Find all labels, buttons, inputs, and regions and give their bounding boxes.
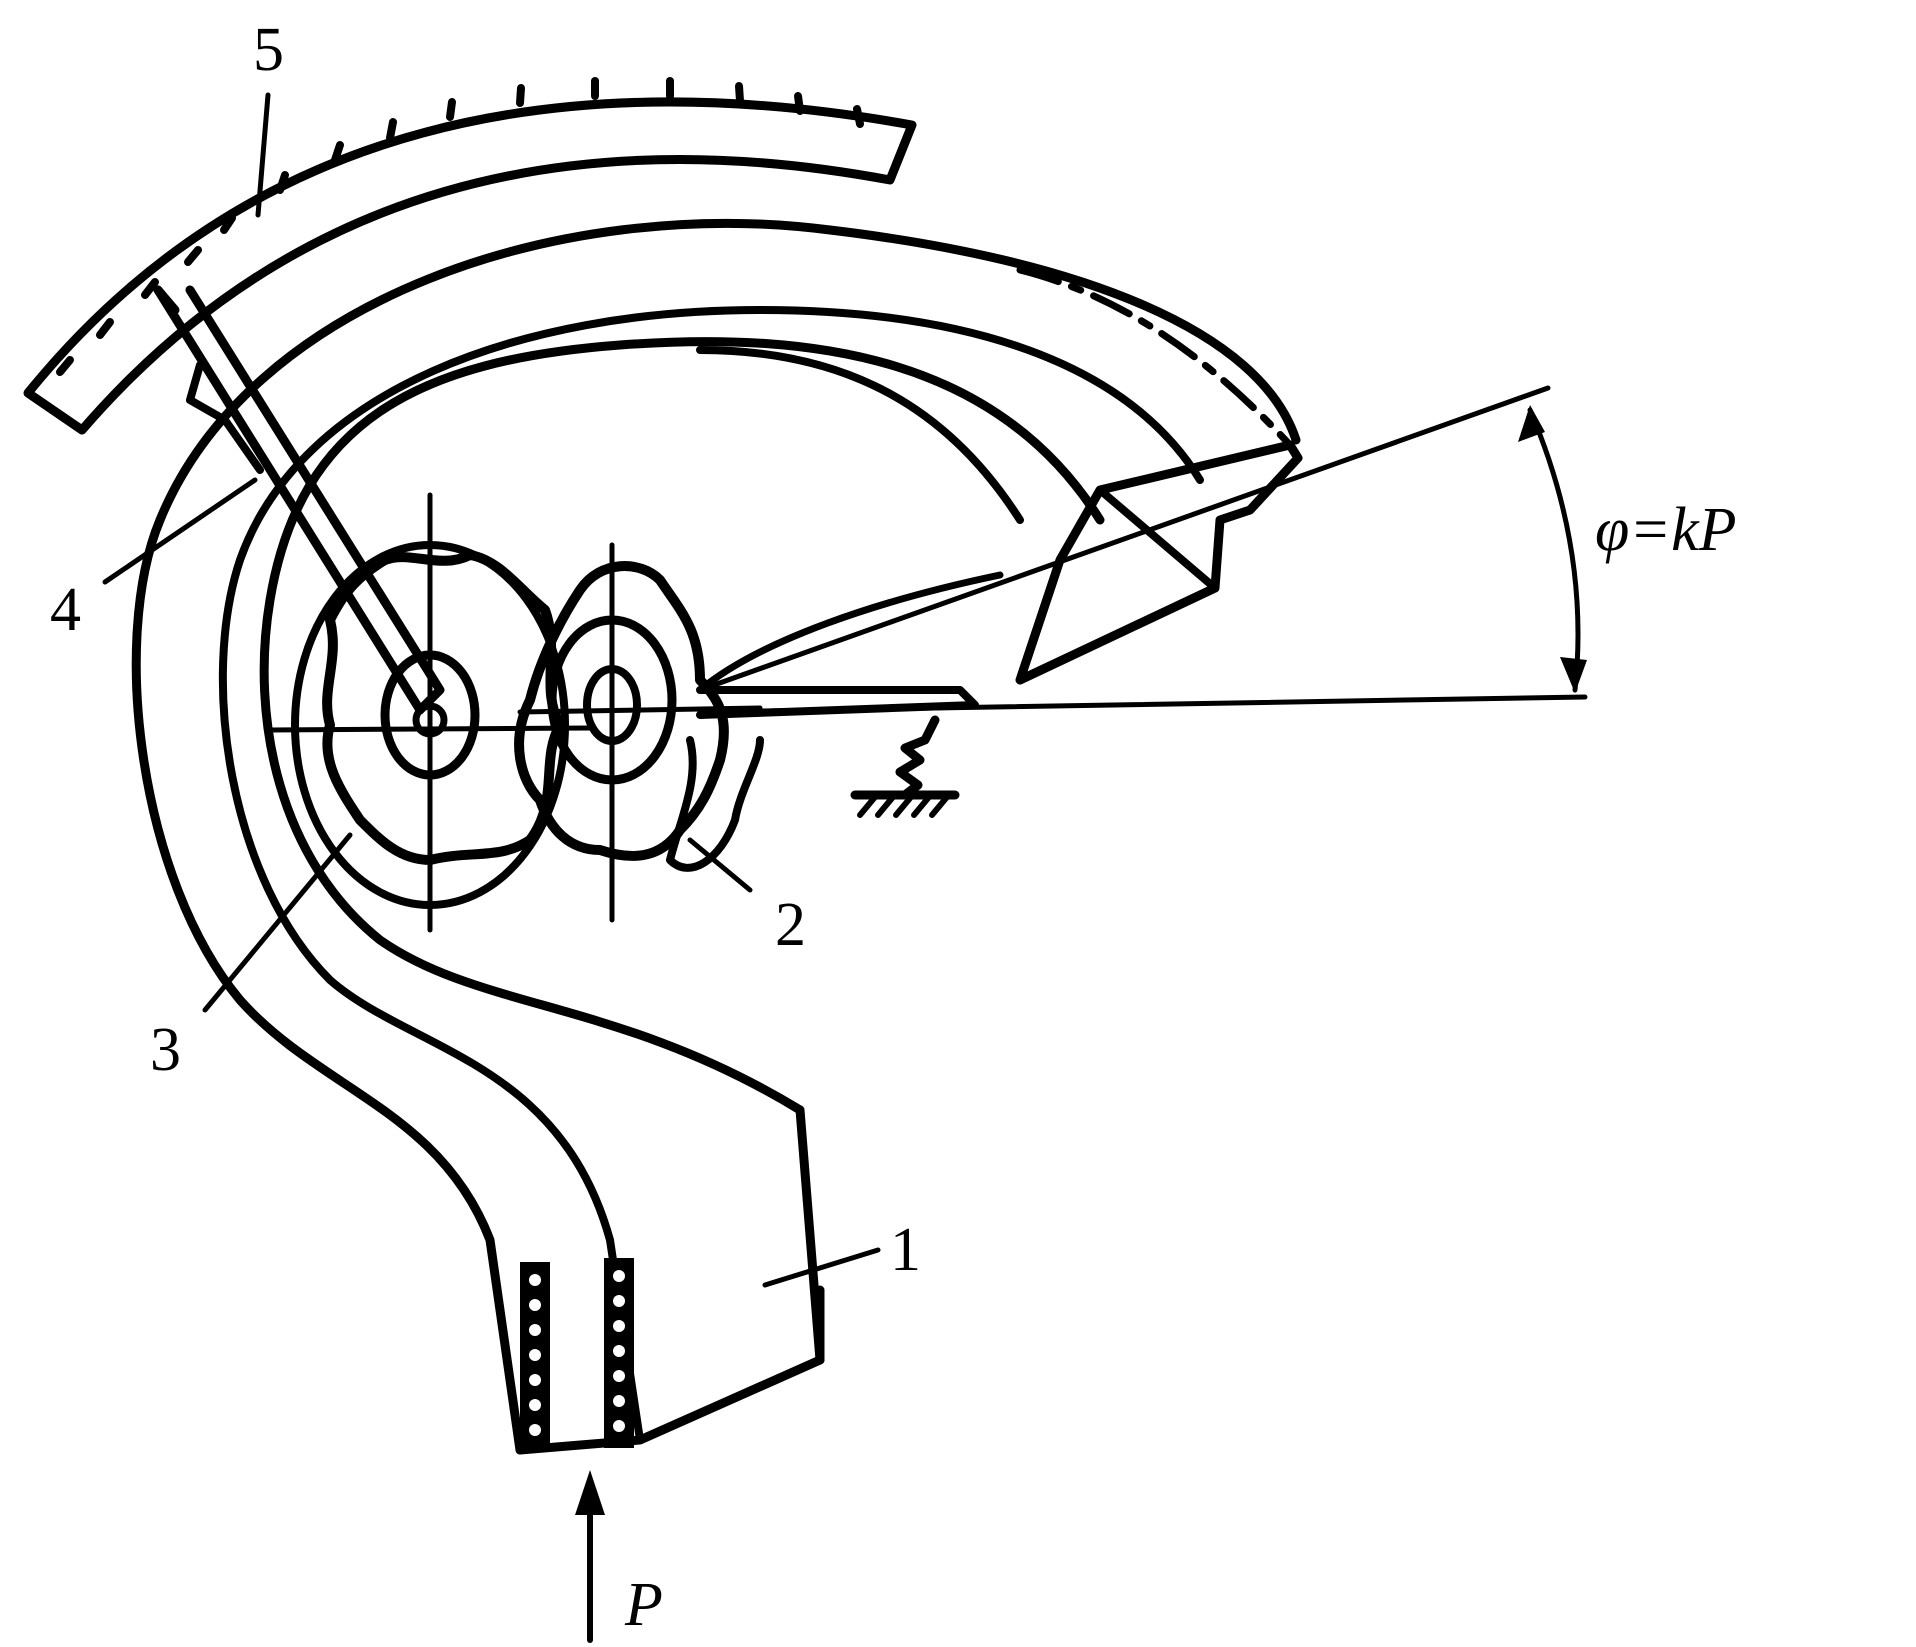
gear-sector: [267, 492, 593, 933]
label-part-2: 2: [775, 891, 806, 959]
ground-hatch-icon: [857, 794, 950, 818]
force-label: P: [624, 1571, 663, 1639]
link-spring: [666, 571, 1004, 872]
angle-arrow-icon: [1518, 405, 1545, 442]
leader-lines: [102, 92, 881, 1288]
inlet-hatch: [529, 1270, 625, 1436]
pinion-gear: [514, 542, 763, 923]
label-part-5: 5: [253, 16, 284, 84]
bourdon-tube: [131, 218, 1303, 1455]
label-part-4: 4: [50, 576, 81, 644]
scale-ticks: [56, 77, 864, 376]
formula-label: φ=kP: [1595, 496, 1737, 564]
label-part-1: 1: [890, 1216, 921, 1284]
scale-dial: [23, 77, 917, 435]
force-arrow-icon: [575, 1470, 605, 1643]
label-part-3: 3: [150, 1016, 181, 1084]
pointer-needle: [153, 285, 445, 715]
angle-indicator: [697, 385, 1588, 715]
